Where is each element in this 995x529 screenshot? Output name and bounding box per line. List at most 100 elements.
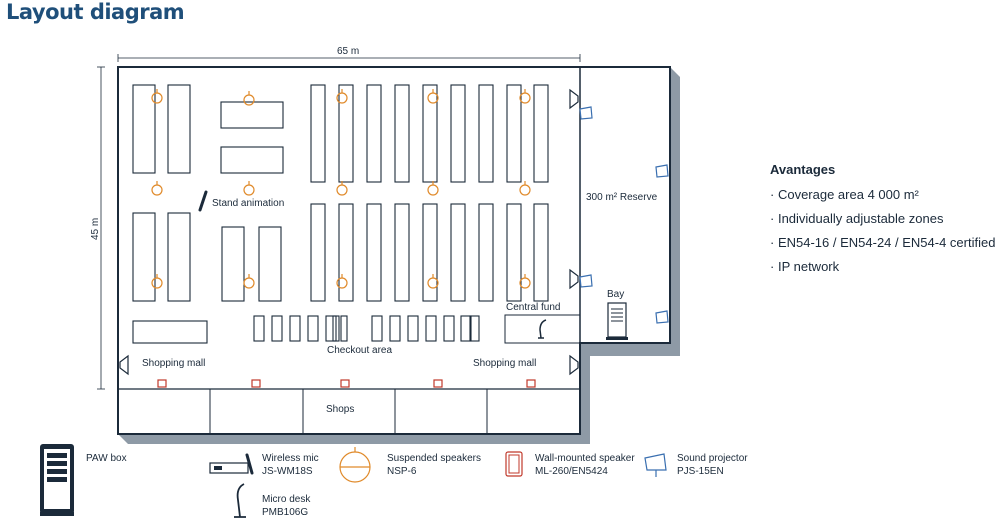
suspended-speaker-icon <box>519 274 531 289</box>
legend: PAW box Wireless mic JS-WM18S Micro desk… <box>40 444 748 518</box>
checkout-counter <box>332 315 340 342</box>
height-label: 45 m <box>90 218 101 240</box>
sound-projector-icon <box>655 310 669 324</box>
checkout-counter <box>325 315 337 342</box>
shops-label: Shops <box>326 404 354 415</box>
speaker-body <box>243 277 255 289</box>
suspended-speaker-icon <box>243 181 255 196</box>
speaker-body <box>427 92 439 104</box>
wall-speaker-icon <box>505 451 523 477</box>
checkout-counter <box>389 315 401 342</box>
speaker-body <box>519 184 531 196</box>
suspended-speaker-icon <box>336 89 348 104</box>
legend-suspended-speakers-name: Suspended speakers <box>387 453 481 464</box>
advantages-list: Coverage area 4 000 m² Individually adju… <box>770 187 995 274</box>
shelf-rack <box>338 84 354 183</box>
shelf-rack <box>533 84 549 183</box>
suspended-speaker-icon <box>243 274 255 289</box>
suspended-speaker-icon <box>336 181 348 196</box>
shelf-rack <box>450 84 466 183</box>
legend-micro-desk-name: Micro desk <box>262 494 311 505</box>
bay-label: Bay <box>607 289 624 300</box>
speaker-body <box>519 92 531 104</box>
wall-speaker-icon <box>526 379 536 388</box>
wall-speaker-icon <box>251 379 261 388</box>
shelf-rack <box>366 203 382 302</box>
checkout-counter <box>271 315 283 342</box>
shelf-rack <box>478 84 494 183</box>
checkout-counter <box>371 315 383 342</box>
advantage-item: EN54-16 / EN54-24 / EN54-4 certified <box>770 235 995 250</box>
central-fund-label: Central fund <box>506 302 560 313</box>
sound-projector-icon <box>579 274 593 288</box>
legend-suspended-speakers-model: NSP-6 <box>387 466 417 477</box>
suspended-speaker-icon <box>519 89 531 104</box>
shelf-rack <box>506 84 522 183</box>
wireless-mic-icon <box>198 190 208 212</box>
shelf-rack <box>506 203 522 302</box>
sound-projector-icon <box>644 453 667 477</box>
advantage-item: IP network <box>770 259 995 274</box>
checkout-counter <box>443 315 455 342</box>
rack-cabinet-icon <box>40 444 74 516</box>
shelf-rack <box>221 226 245 302</box>
legend-wall-speaker-model: ML-260/EN5424 <box>535 466 608 477</box>
legend-wireless-mic-model: JS-WM18S <box>262 466 313 477</box>
checkout-counter <box>253 315 265 342</box>
speaker-body <box>427 277 439 289</box>
desk-microphone-icon <box>234 483 246 518</box>
speaker-body <box>243 94 255 106</box>
shelf-rack <box>167 212 191 302</box>
suspended-speaker-icon <box>243 91 255 106</box>
legend-micro-desk-model: PMB106G <box>262 507 308 518</box>
checkout-counter <box>407 315 419 342</box>
speaker-body <box>519 277 531 289</box>
shelf-rack <box>394 203 410 302</box>
shelf-rack <box>167 84 191 174</box>
advantages-panel: Avantages Coverage area 4 000 m² Individ… <box>770 162 995 283</box>
speaker-body <box>151 184 163 196</box>
wall-speaker-icon <box>340 379 350 388</box>
shelf-rack <box>366 84 382 183</box>
page-title: Layout diagram <box>6 0 185 24</box>
shelf-rack <box>220 146 284 174</box>
wireless-mic-icon <box>209 453 254 475</box>
wall-speaker-icon <box>433 379 443 388</box>
desk-microphone-icon <box>538 319 547 339</box>
shelf-rack <box>310 203 326 302</box>
shelf-rack <box>220 101 284 129</box>
rack-cabinet-icon <box>606 302 628 340</box>
legend-wall-speaker-name: Wall-mounted speaker <box>535 453 635 464</box>
wall-speaker-icon <box>157 379 167 388</box>
shelf-rack <box>394 84 410 183</box>
suspended-speaker-icon <box>427 89 439 104</box>
reserve-label: 300 m² Reserve <box>586 192 658 203</box>
checkout-counter <box>289 315 301 342</box>
width-label: 65 m <box>337 46 359 57</box>
checkout-counter <box>307 315 319 342</box>
shelf-rack <box>132 84 156 174</box>
advantages-title: Avantages <box>770 162 836 177</box>
shelf-rack <box>310 84 326 183</box>
shelf-rack <box>533 203 549 302</box>
speaker-body <box>336 277 348 289</box>
speaker-body <box>243 184 255 196</box>
speaker-body <box>427 184 439 196</box>
suspended-speaker-icon <box>519 181 531 196</box>
sound-projector-icon <box>579 106 593 120</box>
legend-sound-projector-model: PJS-15EN <box>677 466 724 477</box>
shelf-rack <box>132 212 156 302</box>
advantage-item: Coverage area 4 000 m² <box>770 187 995 202</box>
checkout-counter <box>340 315 348 342</box>
suspended-speaker-icon <box>427 274 439 289</box>
layout-diagram: 65 m 45 m Stand animation 300 m² Reserve… <box>40 46 748 518</box>
legend-paw-box-name: PAW box <box>86 453 127 464</box>
suspended-speaker-icon <box>151 274 163 289</box>
speaker-body <box>151 92 163 104</box>
shelf-rack <box>132 320 208 344</box>
shelf-rack <box>338 203 354 302</box>
horn-speaker-icon <box>119 88 579 376</box>
legend-wireless-mic-name: Wireless mic <box>262 453 319 464</box>
shelf-rack <box>422 203 438 302</box>
checkout-area-label: Checkout area <box>327 345 392 356</box>
